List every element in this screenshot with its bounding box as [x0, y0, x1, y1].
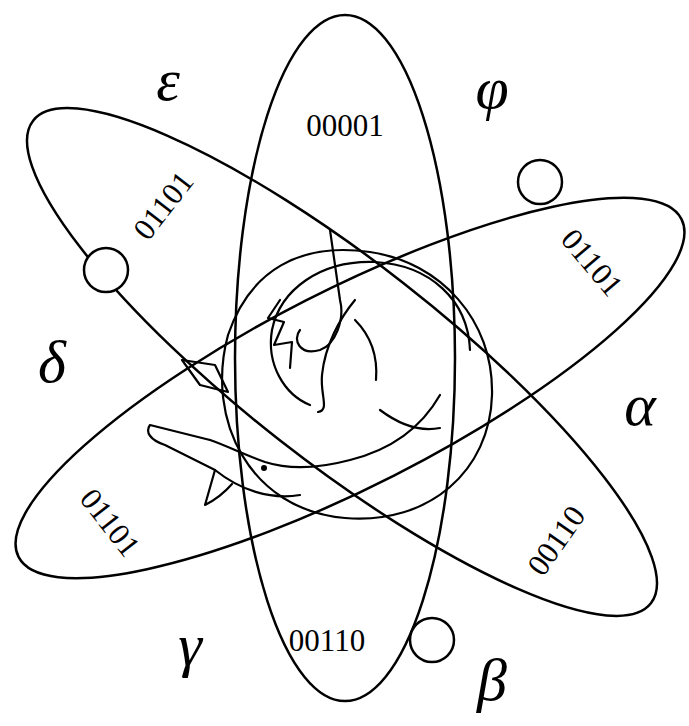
fox-figure [148, 230, 492, 519]
greek-letter: φ [475, 58, 508, 118]
greek-letter: β [477, 650, 507, 710]
binary-code: 01101 [74, 482, 145, 561]
fox-eye [261, 465, 267, 471]
binary-code: 00110 [521, 500, 590, 580]
binary-code: 00110 [289, 625, 365, 656]
fox-fur [268, 300, 292, 368]
fox-back [210, 395, 440, 467]
greek-letter: δ [38, 332, 66, 392]
orbit-ellipse [0, 132, 689, 644]
fox-head [148, 425, 300, 496]
orbit-ellipse [235, 15, 455, 701]
binary-code: 01101 [127, 165, 198, 244]
binary-code: 00001 [306, 110, 384, 141]
orbits [0, 15, 689, 701]
fox-fur [355, 320, 376, 380]
orbit-ellipse [0, 42, 689, 682]
electron-circle [518, 160, 562, 204]
fox-leg [318, 300, 355, 412]
greek-letter: γ [178, 615, 202, 675]
greek-letter: ε [156, 50, 180, 110]
binary-code: 01101 [556, 223, 629, 301]
electron-circle [410, 618, 454, 662]
fox-fur [380, 410, 440, 429]
greek-letter: α [624, 375, 656, 435]
fox-paw [182, 360, 228, 392]
electrons [84, 160, 562, 662]
fox-body [222, 250, 492, 519]
electron-circle [84, 248, 128, 292]
fox-tail [271, 262, 470, 405]
fox-ear [205, 470, 232, 505]
